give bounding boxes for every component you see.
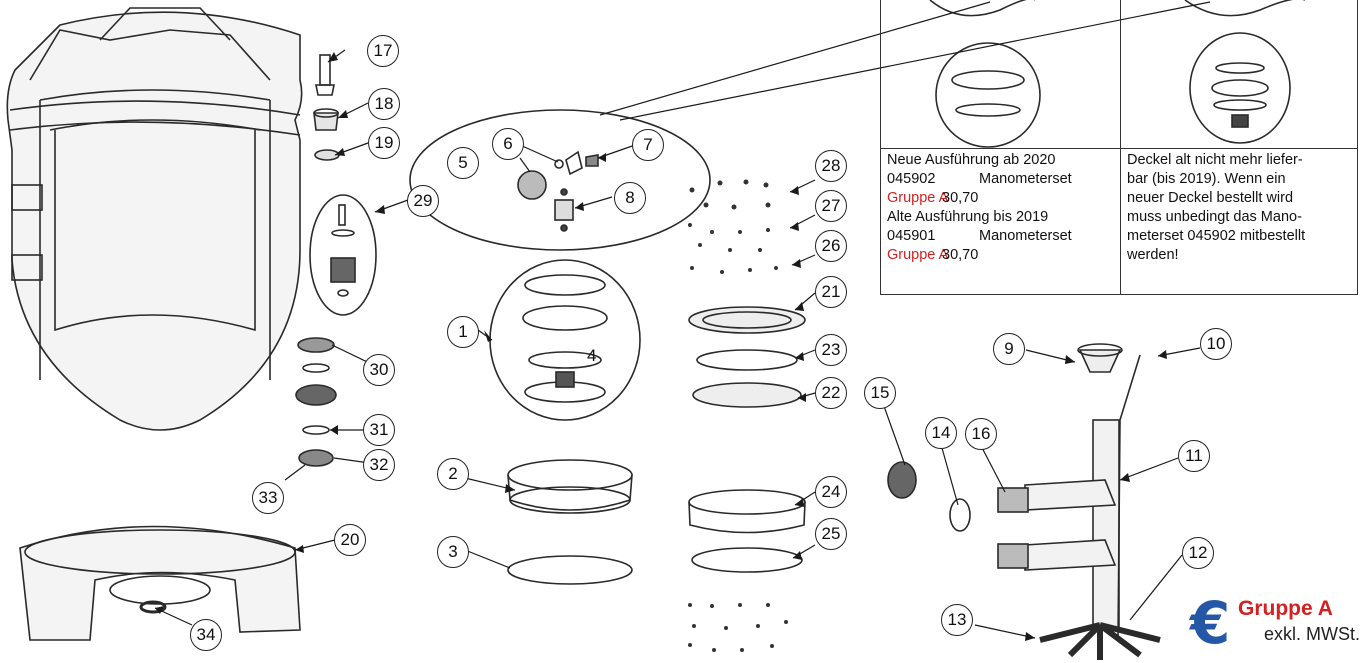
part-callout-20: 20: [334, 524, 366, 556]
part-callout-7: 7: [632, 129, 664, 161]
lid-assembly: [489, 259, 641, 421]
vat-note: exkl. MWSt.: [1264, 624, 1361, 644]
part-callout-23: 23: [815, 334, 847, 366]
base-stand: [19, 525, 301, 641]
multiport-pipes: [887, 343, 1161, 660]
table-divider-horizontal: [881, 148, 1357, 149]
old-part-group: Gruppe A: [887, 247, 949, 263]
new-version-label: Neue Ausführung ab 2020: [887, 152, 1056, 168]
arrowheads: [155, 52, 1167, 641]
part-callout-10: 10: [1200, 328, 1232, 360]
new-part-price: 30,70: [942, 190, 979, 206]
part-callout-1: 1: [447, 316, 479, 348]
tank-body: [6, 7, 303, 431]
old-part-code: 045901: [887, 228, 936, 244]
part-callout-29: 29: [407, 185, 439, 217]
price-group-badge: € Gruppe A exkl. MWSt.: [1190, 589, 1365, 663]
part-callout-2: 2: [437, 458, 469, 490]
part-callout-31: 31: [363, 414, 395, 446]
notice-line: muss unbedingt das Mano-: [1127, 209, 1302, 225]
part-label-4: 4: [587, 346, 597, 365]
notice-line: bar (bis 2019). Wenn ein: [1127, 171, 1286, 187]
notice-line: meterset 045902 mitbestellt: [1127, 228, 1306, 244]
part-callout-3: 3: [437, 536, 469, 568]
old-part-name: Manometerset: [979, 228, 1072, 244]
new-part-name: Manometerset: [979, 171, 1072, 187]
part-callout-6: 6: [492, 128, 524, 160]
notice-line: werden!: [1127, 247, 1179, 263]
part-callout-13: 13: [941, 604, 973, 636]
part-callout-15: 15: [864, 377, 896, 409]
part-callout-27: 27: [815, 190, 847, 222]
table-illustrations: [929, 0, 1305, 148]
part-callout-22: 22: [815, 377, 847, 409]
part-callout-18: 18: [368, 88, 400, 120]
part-callout-12: 12: [1182, 537, 1214, 569]
part-callout-26: 26: [815, 230, 847, 262]
part-callout-5: 5: [447, 147, 479, 179]
part-callout-9: 9: [993, 333, 1025, 365]
part-callout-8: 8: [614, 182, 646, 214]
price-group-label: Gruppe A: [1238, 597, 1333, 620]
part-callout-11: 11: [1178, 440, 1210, 472]
notice-line: Deckel alt nicht mehr liefer-: [1127, 152, 1303, 168]
part-callout-16: 16: [965, 418, 997, 450]
part-callout-32: 32: [363, 449, 395, 481]
part-callout-34: 34: [190, 619, 222, 651]
part-callout-28: 28: [815, 150, 847, 182]
part-callout-24: 24: [815, 476, 847, 508]
screw-dots: [688, 179, 788, 652]
part-callout-17: 17: [367, 35, 399, 67]
euro-icon: €: [1190, 589, 1231, 657]
gauge-group: [409, 109, 711, 251]
threaded-ring: [507, 459, 633, 585]
notice-line: neuer Deckel bestellt wird: [1127, 190, 1294, 206]
new-part-group: Gruppe A: [887, 190, 949, 206]
part-callout-19: 19: [368, 127, 400, 159]
flange-column: [688, 306, 806, 573]
table-divider-vertical: [1120, 0, 1121, 294]
part-callout-14: 14: [925, 417, 957, 449]
part-callout-30: 30: [363, 354, 395, 386]
old-part-price: 30,70: [942, 247, 979, 263]
part-callout-25: 25: [815, 518, 847, 550]
table-cell-notice: Deckel alt nicht mehr liefer- bar (bis 2…: [1127, 151, 1305, 265]
bolt-stack: [295, 54, 377, 467]
part-callout-33: 33: [252, 482, 284, 514]
new-part-code: 045902: [887, 171, 936, 187]
part-callout-21: 21: [815, 276, 847, 308]
old-version-label: Alte Ausführung bis 2019: [887, 209, 1049, 225]
